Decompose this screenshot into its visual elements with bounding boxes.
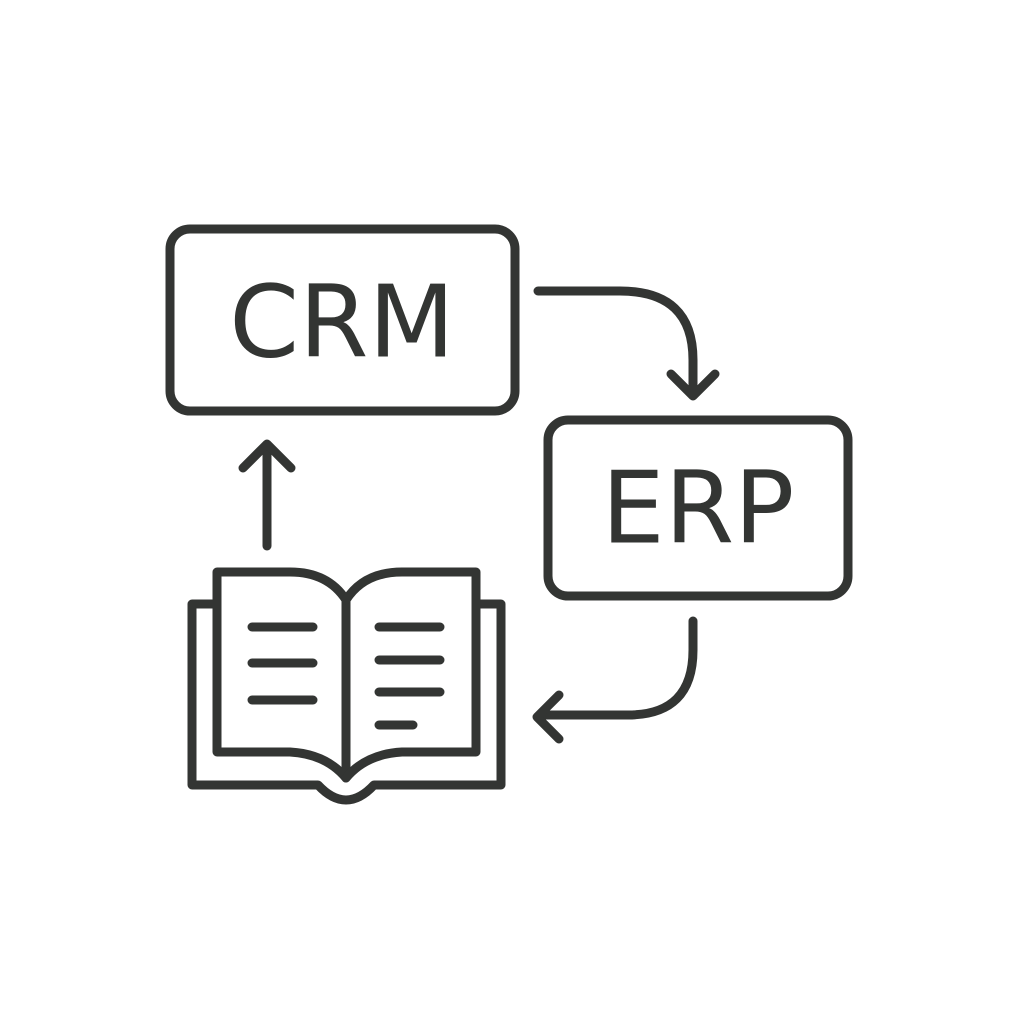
erp-box [543, 415, 853, 601]
arrow-erp-to-book [532, 616, 698, 744]
arrowhead-icon [532, 690, 564, 744]
arrow-book-to-crm [238, 439, 296, 551]
crm-node: CRM [165, 224, 520, 416]
arrowhead-icon [238, 439, 296, 473]
crm-box [165, 224, 520, 416]
erp-node: ERP [543, 415, 853, 601]
open-book-icon [187, 567, 506, 805]
arrowhead-icon [666, 369, 720, 401]
erp-label: ERP [602, 450, 795, 567]
arrow-crm-to-erp [533, 286, 720, 401]
crm-label: CRM [229, 264, 455, 381]
